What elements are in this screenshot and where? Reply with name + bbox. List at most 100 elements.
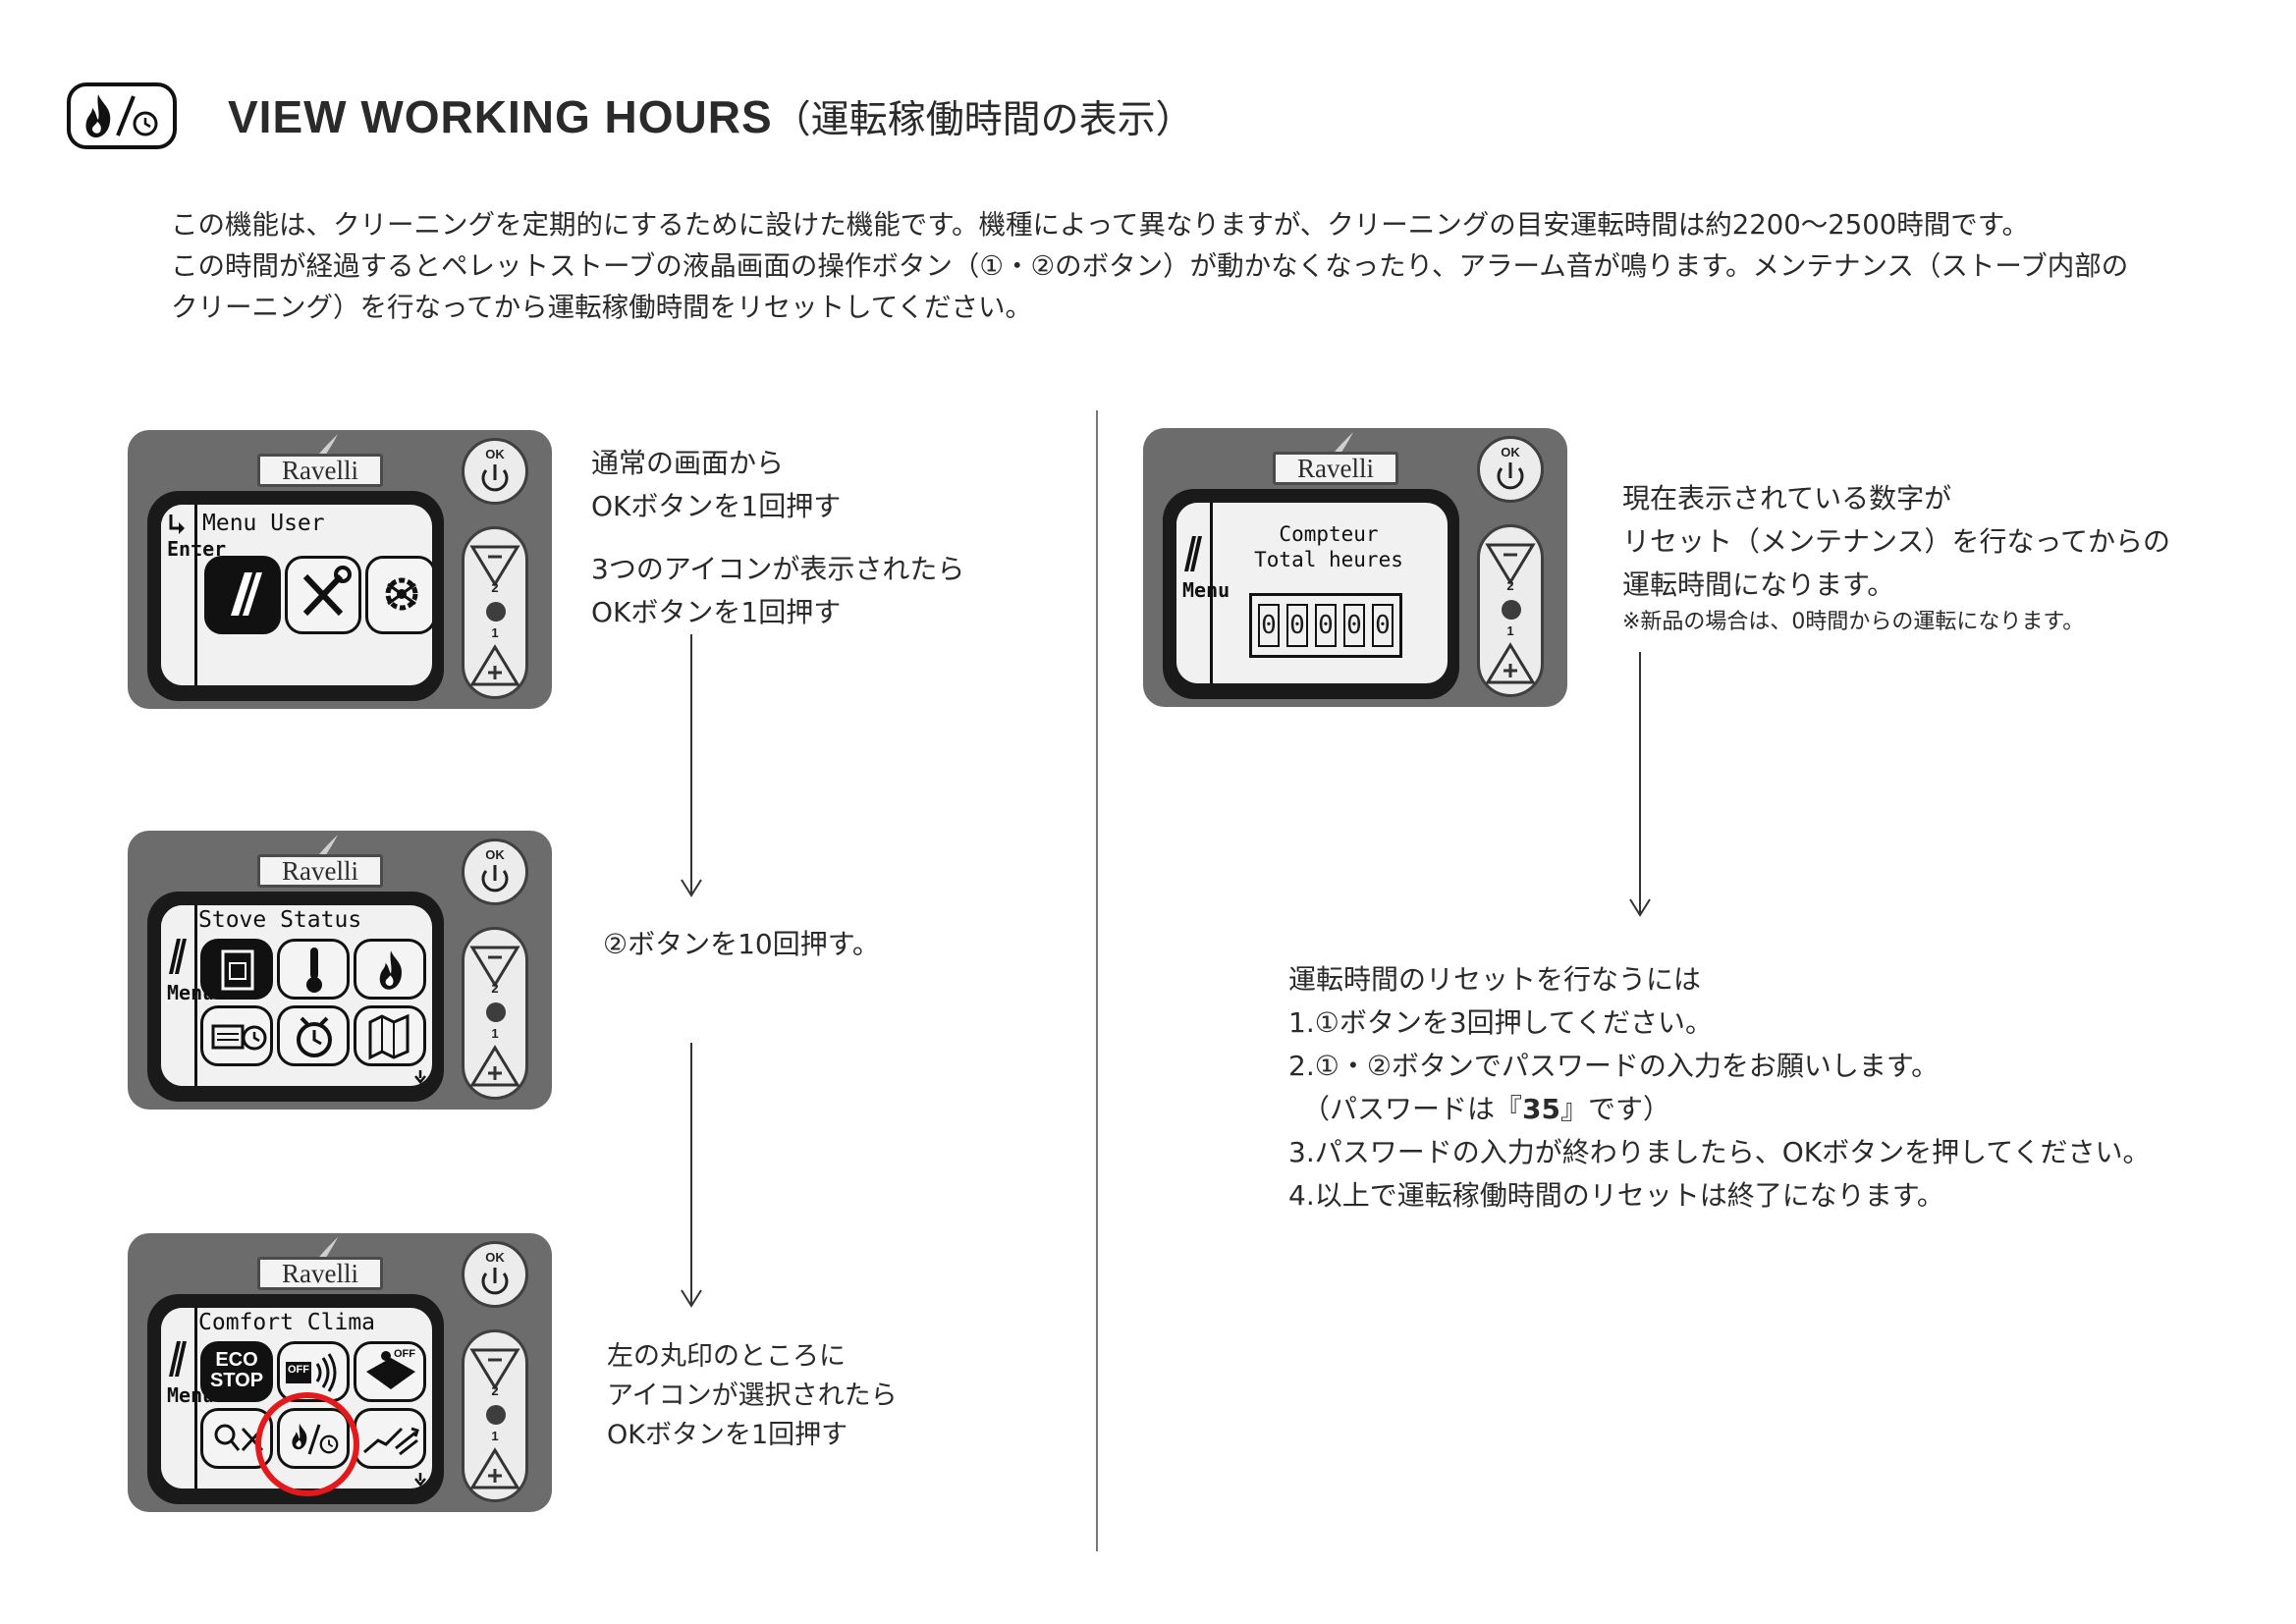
stop-label: STOP	[209, 1370, 264, 1391]
tools-icon	[302, 566, 352, 617]
step-line: OKボタンを1回押す	[607, 1420, 848, 1450]
button-2-minus[interactable]	[465, 930, 525, 999]
status-tile-map[interactable]	[354, 1005, 426, 1066]
side-tab-menu[interactable]: Menu	[161, 905, 215, 1086]
down-arrow	[1629, 652, 1651, 917]
menu-tile-gear[interactable]	[365, 556, 432, 634]
step-line: リセット（メンテナンス）を行なってからの	[1622, 525, 2171, 558]
reset-step: 1.①ボタンを3回押してください。	[1288, 1006, 1713, 1039]
menu-tile-pellet[interactable]	[204, 556, 281, 634]
step-line: 通常の画面から	[591, 447, 785, 479]
up-down-buttons: 2 1	[1477, 524, 1544, 697]
status-tile-schedule[interactable]	[200, 1005, 273, 1066]
intro-line: この時間が経過するとペレットストーブの液晶画面の操作ボタン（①・②のボタン）が動…	[171, 250, 2129, 282]
button-1-number: 1	[491, 1026, 499, 1041]
button-1-plus[interactable]	[465, 1030, 525, 1099]
password-value: 35	[1522, 1093, 1560, 1125]
stove-panel-menu-user: Ravelli Enter Menu User	[128, 430, 552, 709]
down-arrow	[681, 1043, 702, 1308]
button-2-minus[interactable]	[1480, 527, 1541, 596]
step-4-text: 左の丸印のところに アイコンが選択されたら OKボタンを1回押す	[607, 1337, 898, 1455]
step-2-text: 3つのアイコンが表示されたら OKボタンを1回押す	[591, 548, 964, 634]
button-1-number: 1	[491, 1429, 499, 1443]
status-tile-stove[interactable]	[200, 939, 273, 1000]
pellet-stripes-icon	[1184, 536, 1202, 571]
up-down-buttons: 2 1	[462, 526, 528, 699]
ok-button[interactable]: OK	[462, 839, 528, 905]
side-tab-enter[interactable]: Enter	[161, 505, 226, 685]
counter-title: Compteur	[1279, 522, 1379, 546]
reset-step: 3.パスワードの入力が終わりましたら、OKボタンを押してください。	[1288, 1136, 2151, 1168]
counter-digit: 0	[1286, 604, 1308, 647]
column-divider	[1096, 410, 1098, 1551]
clima-tile-eco-stop[interactable]: ECO STOP	[200, 1341, 273, 1402]
power-icon	[481, 464, 509, 492]
button-separator-dot	[486, 602, 506, 622]
side-tab-label: Menu	[167, 981, 215, 1004]
brand-flame-icon	[316, 835, 338, 858]
lcd-bezel: Menu Stove Status	[147, 892, 444, 1102]
step-line: アイコンが選択されたら	[607, 1380, 898, 1411]
gear-icon	[385, 577, 418, 611]
reset-title: 運転時間のリセットを行なうには	[1288, 963, 1702, 996]
button-1-plus[interactable]	[465, 629, 525, 698]
counter-explanation: 現在表示されている数字が リセット（メンテナンス）を行なってからの 運転時間にな…	[1622, 477, 2170, 638]
password-line: （パスワードは『35』です）	[1288, 1088, 2150, 1131]
down-arrow	[681, 634, 702, 897]
button-2-number: 2	[491, 580, 499, 595]
airflow-icon	[363, 1427, 419, 1456]
intro-line: クリーニング）を行なってから運転稼働時間をリセットしてください。	[171, 292, 1032, 323]
power-icon	[481, 865, 509, 893]
sound-off-icon	[286, 1353, 337, 1392]
side-tab-menu[interactable]: Menu	[1176, 503, 1230, 683]
intro-line: この機能は、クリーニングを定期的にするために設けた機能です。機種によって異なりま…	[171, 209, 2029, 241]
eco-stop-icon: ECO STOP	[203, 1350, 270, 1391]
off-label: OFF	[394, 1348, 415, 1360]
counter-digit: 0	[1315, 604, 1337, 647]
lcd-title: Menu User	[202, 511, 325, 536]
step-3-text: ②ボタンを10回押す。	[603, 923, 880, 966]
map-icon	[368, 1013, 410, 1060]
brand-flame-icon	[316, 1237, 338, 1261]
counter-digit: 0	[1372, 604, 1394, 647]
ok-label: OK	[485, 1250, 505, 1265]
scroll-down-icon	[414, 1473, 426, 1487]
clima-tile-airflow[interactable]	[354, 1408, 426, 1469]
ok-label: OK	[1501, 445, 1520, 460]
brand-logo: Ravelli	[1273, 452, 1398, 485]
off-label: OFF	[288, 1364, 309, 1376]
up-down-buttons: 2 1	[462, 927, 528, 1100]
ok-button[interactable]: OK	[462, 438, 528, 505]
side-tab-menu[interactable]: Menu	[161, 1308, 214, 1489]
status-tile-temperature[interactable]	[277, 939, 350, 1000]
intro-text: この機能は、クリーニングを定期的にするために設けた機能です。機種によって異なりま…	[171, 204, 2214, 328]
button-2-minus[interactable]	[465, 1332, 525, 1401]
side-tab-label: Menu	[1182, 578, 1230, 602]
button-separator-dot	[486, 1405, 506, 1425]
page-title: VIEW WORKING HOURS（運転稼働時間の表示）	[228, 84, 1194, 153]
step-line: 現在表示されている数字が	[1622, 482, 1952, 514]
pellet-stripes-icon	[169, 1341, 187, 1377]
button-separator-dot	[1502, 600, 1521, 620]
ok-button[interactable]: OK	[1477, 436, 1544, 503]
clima-tile-fan-off[interactable]: OFF	[354, 1341, 426, 1402]
power-icon	[481, 1268, 509, 1295]
pellet-stripes-icon	[231, 572, 262, 616]
menu-tile-tools[interactable]	[285, 556, 361, 634]
lcd-bezel: Enter Menu User	[147, 491, 444, 701]
timer-icon	[297, 1016, 332, 1057]
button-separator-dot	[486, 1002, 506, 1022]
step-line: 運転時間になります。	[1622, 568, 1895, 601]
ok-button[interactable]: OK	[462, 1241, 528, 1308]
button-1-plus[interactable]	[465, 1433, 525, 1501]
status-tile-timer[interactable]	[277, 1005, 350, 1066]
button-1-plus[interactable]	[1480, 627, 1541, 696]
step-1-text: 通常の画面から OKボタンを1回押す	[591, 442, 841, 528]
counter-subtitle: Total heures	[1254, 548, 1403, 571]
new-unit-note: ※新品の場合は、0時間からの運転になります。	[1622, 610, 2085, 634]
status-tile-flame[interactable]	[354, 939, 426, 1000]
button-2-number: 2	[491, 1383, 499, 1398]
step-line: 左の丸印のところに	[607, 1341, 846, 1372]
button-2-minus[interactable]	[465, 529, 525, 598]
eco-label: ECO	[215, 1349, 258, 1371]
